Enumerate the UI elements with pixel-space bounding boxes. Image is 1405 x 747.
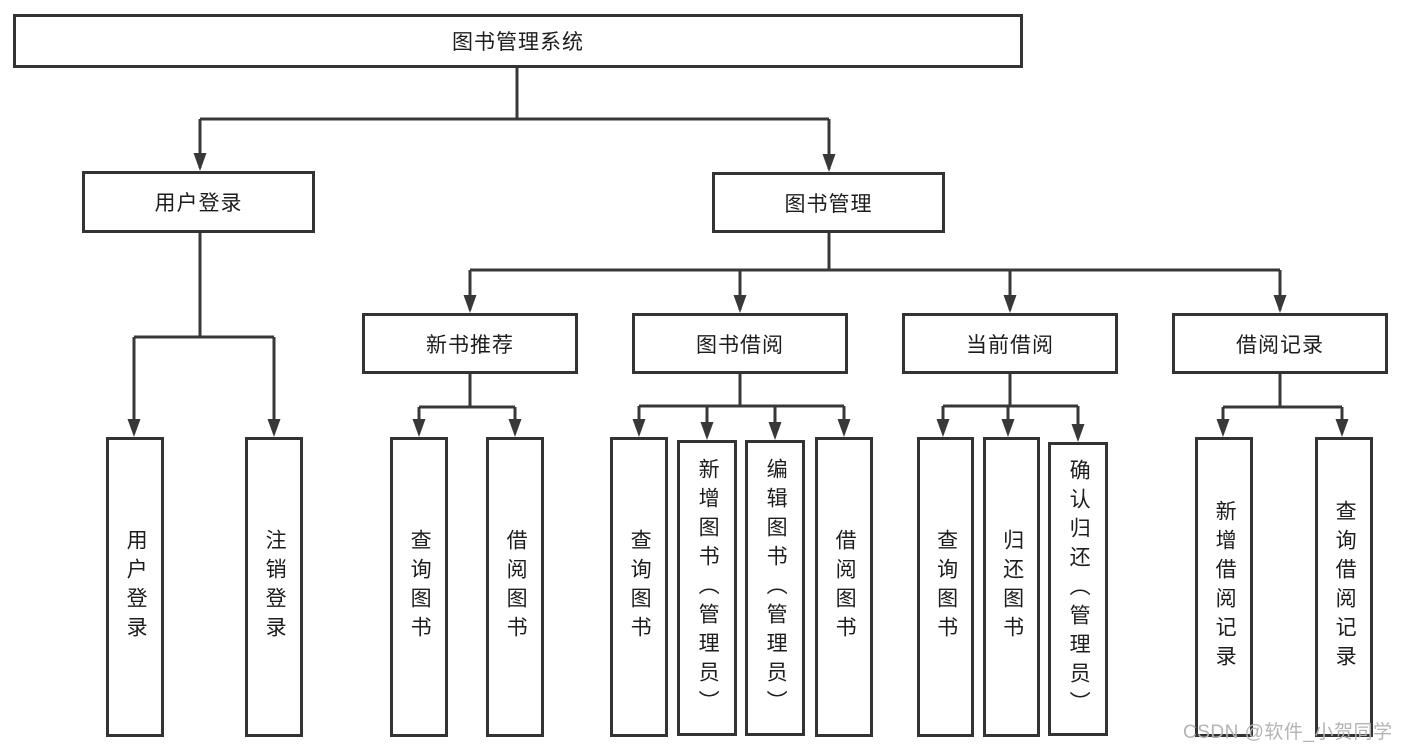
- arrowhead-down-icons: [127, 153, 1349, 442]
- node-borrow-books: 借阅图书: [815, 437, 873, 737]
- node-add-books-admin: 新增图书（管理员）: [677, 440, 737, 736]
- node-user-login-leaf: 用户登录: [106, 437, 164, 737]
- node-label: 编辑图书（管理员）: [764, 457, 788, 719]
- tree-connector-lines: [132, 68, 1344, 438]
- node-user-login: 用户登录: [82, 171, 315, 233]
- node-edit-books-admin: 编辑图书（管理员）: [745, 440, 805, 736]
- node-label: 新增图书（管理员）: [696, 457, 720, 719]
- node-query-borrow-record: 查询借阅记录: [1315, 437, 1373, 737]
- node-return-books: 归还图书: [983, 437, 1040, 737]
- node-book-borrowing: 图书借阅: [632, 313, 848, 374]
- node-label: 借阅图书: [833, 529, 857, 645]
- node-add-borrow-record: 新增借阅记录: [1195, 437, 1253, 737]
- node-current-borrowing: 当前借阅: [902, 313, 1118, 374]
- node-logout: 注销登录: [245, 437, 303, 737]
- node-book-management: 图书管理: [712, 172, 945, 233]
- node-query-books: 查询图书: [390, 437, 448, 737]
- node-label: 归还图书: [1000, 529, 1024, 645]
- node-label: 新增借阅记录: [1213, 500, 1237, 674]
- node-label: 借阅图书: [504, 529, 528, 645]
- node-borrowing-records: 借阅记录: [1172, 313, 1388, 374]
- node-borrow-books: 借阅图书: [486, 437, 544, 737]
- node-label: 查询图书: [934, 529, 958, 645]
- node-label: 确认归还（管理员）: [1067, 458, 1091, 720]
- node-label: 查询借阅记录: [1333, 500, 1357, 674]
- node-new-book-recommendation: 新书推荐: [362, 313, 578, 374]
- node-library-management-system: 图书管理系统: [13, 14, 1023, 68]
- node-query-books: 查询图书: [917, 437, 974, 737]
- csdn-watermark: CSDN @软件_小贺同学: [1183, 722, 1393, 743]
- node-query-books: 查询图书: [610, 437, 668, 737]
- node-label: 注销登录: [263, 529, 287, 645]
- node-label: 用户登录: [124, 529, 148, 645]
- node-label: 查询图书: [408, 529, 432, 645]
- node-label: 查询图书: [628, 529, 652, 645]
- node-confirm-return-admin: 确认归还（管理员）: [1048, 442, 1108, 736]
